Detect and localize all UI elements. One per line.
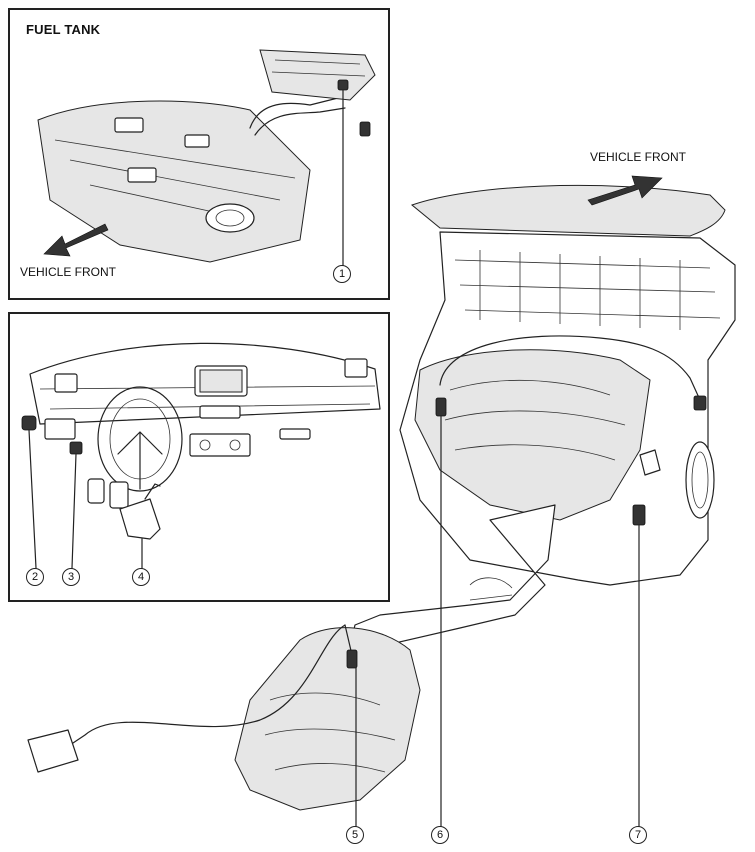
rear-sensor-harness [69,624,346,746]
dashboard [29,342,381,425]
callout-5: 5 [346,826,364,844]
fuel-tank-panel: FUEL TANK VEHICLE FRONT 1 [8,8,390,300]
harness-upper [439,335,701,401]
fuel-pump-flange [205,203,255,233]
vehicle-front-label: VEHICLE FRONT [20,265,117,279]
front-oxygen-sensor [435,397,447,417]
dashboard-illustration [21,342,381,569]
steering-wheel [97,386,183,492]
module-2 [21,415,37,431]
fuel-tank-illustration [37,49,376,266]
engine-side-sensor [632,504,646,526]
dashboard-panel: 2 3 4 [8,312,390,602]
panel-title: FUEL TANK [26,22,101,37]
catalytic-converter [234,627,421,811]
vehicle-front-arrow-engine [587,175,663,206]
exhaust-pipe [349,504,556,651]
module-3 [69,441,83,455]
crank-pulley [685,441,715,519]
callout-7: 7 [629,826,647,844]
vehicle-front-arrow-fuel [43,223,109,257]
exhaust-manifold-heat-shield [414,349,651,521]
callout-2: 2 [26,568,44,586]
engine-cover [410,184,726,237]
callout-6: 6 [431,826,449,844]
callout-1: 1 [333,265,351,283]
accelerator-pedal [119,498,161,540]
vehicle-front-label-engine: VEHICLE FRONT [590,150,687,164]
harness-connector [27,729,79,773]
callout-4: 4 [132,568,150,586]
callout-3: 3 [62,568,80,586]
charcoal-canister [259,49,376,101]
rear-oxygen-sensor [346,649,358,669]
